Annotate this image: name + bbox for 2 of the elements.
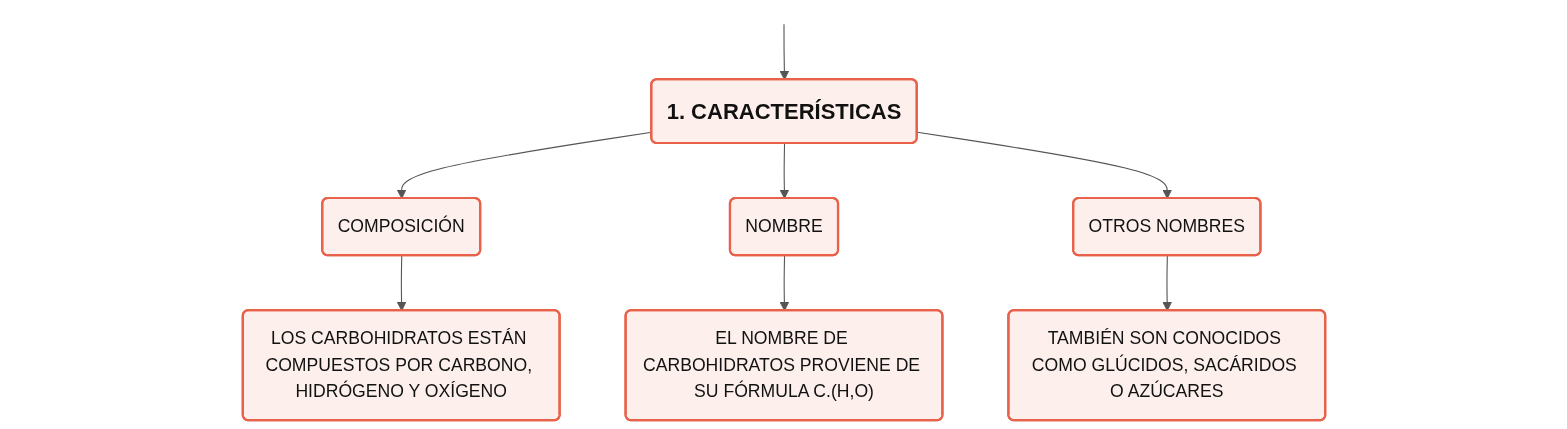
arrow: [916, 131, 1172, 199]
arrow: [779, 143, 789, 199]
